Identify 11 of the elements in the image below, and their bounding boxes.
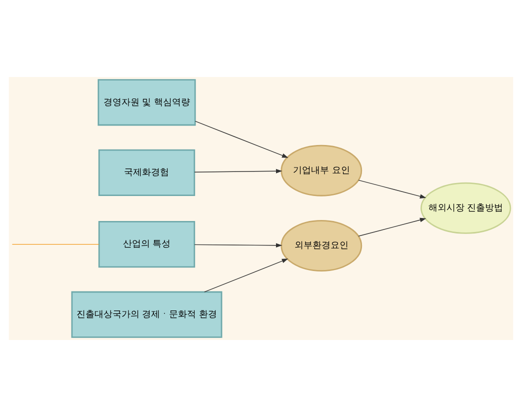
node-box: 산업의 특성 [98,221,196,268]
node-box: 진출대상국가의 경제ㆍ문화적 환경 [71,291,222,338]
arrow [358,180,426,198]
arrow [194,120,288,158]
arrow [358,218,426,236]
node-box: 경영자원 및 핵심역량 [98,79,196,126]
node-box: 국제화경험 [98,149,196,196]
arrow [204,258,288,292]
connector [12,244,100,245]
arrow [194,243,282,248]
arrow [194,168,282,174]
